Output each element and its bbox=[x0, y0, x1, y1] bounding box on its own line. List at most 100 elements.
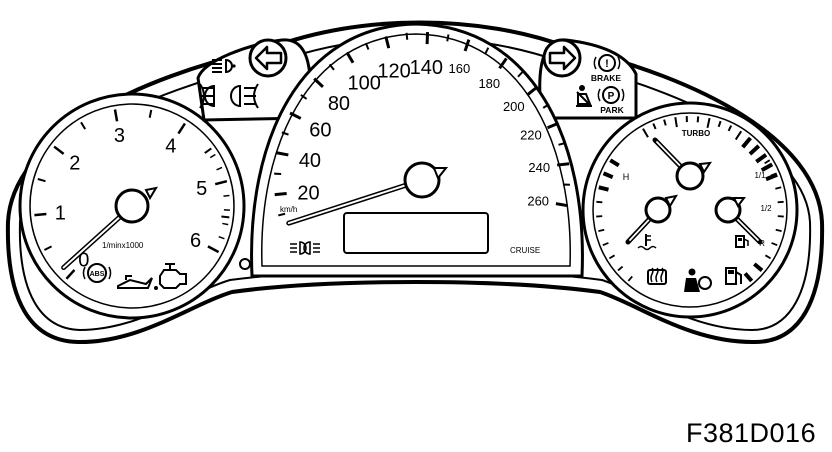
speedometer-tick bbox=[526, 85, 539, 96]
tachometer-tick bbox=[204, 147, 212, 154]
speedometer-tick bbox=[278, 212, 286, 217]
brake-symbol: ! bbox=[605, 58, 609, 70]
turbo-tick bbox=[755, 153, 768, 164]
right-indicator-pod: ! BRAKE P PARK bbox=[538, 38, 638, 120]
speedometer-minor-label: 260 bbox=[527, 193, 549, 208]
speedometer-minor-label: 200 bbox=[503, 99, 525, 114]
combi-gauge: TURBO H 1/1 1/2 R bbox=[581, 101, 799, 319]
temp-ticks bbox=[596, 158, 633, 282]
tachometer-tick bbox=[65, 269, 76, 280]
temp-tick bbox=[598, 185, 609, 192]
speedometer-tick bbox=[405, 32, 409, 40]
fuel-tick bbox=[771, 242, 778, 247]
tachometer-tick bbox=[113, 109, 119, 122]
turbo-tick bbox=[642, 128, 649, 138]
fuel-half-label: 1/2 bbox=[760, 204, 772, 213]
speedometer-ticks bbox=[274, 32, 570, 217]
airbag-warning-icon bbox=[684, 268, 712, 292]
tachometer-redzone-tick bbox=[223, 194, 230, 197]
speedometer-tick bbox=[384, 36, 391, 49]
temp-tick bbox=[609, 158, 620, 168]
speedometer-tick bbox=[364, 42, 370, 50]
trip-reset-knob[interactable] bbox=[239, 258, 251, 270]
combi-gauge-face bbox=[592, 112, 788, 308]
turbo-tick bbox=[674, 117, 678, 128]
speedometer-tick bbox=[498, 57, 508, 70]
turbo-ticks bbox=[642, 116, 778, 182]
speedometer-tick bbox=[281, 131, 289, 136]
brake-label: BRAKE bbox=[591, 73, 622, 83]
low-fuel-icon bbox=[725, 267, 742, 285]
rear-defrost-icon bbox=[647, 267, 667, 285]
fuel-tick bbox=[764, 254, 772, 260]
speedometer-tick bbox=[557, 162, 570, 167]
turbo-tick bbox=[734, 130, 743, 141]
speedometer-tick bbox=[276, 151, 289, 157]
fuel-gauge-icon bbox=[735, 235, 749, 248]
fuel-reserve-label: R bbox=[759, 239, 765, 248]
speedometer-tick bbox=[517, 70, 524, 78]
park-symbol: P bbox=[608, 91, 615, 102]
speedometer-bezel bbox=[250, 22, 584, 278]
speedometer-major-label: 120 bbox=[377, 60, 410, 82]
speedometer-minor-label: 240 bbox=[528, 160, 550, 175]
tachometer-tick bbox=[34, 212, 47, 217]
turbo-tick bbox=[652, 123, 657, 130]
tachometer-tick bbox=[148, 109, 153, 118]
tachometer-label: 6 bbox=[190, 230, 201, 252]
tachometer-label: 2 bbox=[69, 152, 80, 174]
turbo-tick bbox=[706, 117, 711, 129]
turbo-tick bbox=[663, 119, 667, 126]
tachometer-label: 5 bbox=[196, 178, 207, 200]
tachometer-label: 0 bbox=[78, 250, 89, 272]
speedometer-tick bbox=[463, 39, 471, 52]
fuel-full-label: 1/1 bbox=[754, 171, 766, 180]
tachometer-redzone-tick bbox=[212, 248, 219, 253]
fuel-tick bbox=[777, 200, 784, 204]
speedometer-unit: km/h bbox=[280, 205, 297, 214]
tachometer-label: 3 bbox=[114, 125, 125, 147]
speedometer-minor-label: 180 bbox=[478, 76, 500, 91]
turn-right-arrow-icon bbox=[542, 38, 582, 78]
tachometer-redzone-tick bbox=[220, 180, 227, 184]
tachometer-hub bbox=[114, 188, 150, 224]
fuel-tick bbox=[775, 186, 782, 190]
turbo-tick bbox=[760, 162, 774, 172]
speedometer-tick bbox=[289, 111, 302, 120]
oil-pressure-icon bbox=[117, 275, 158, 290]
fuel-tick bbox=[753, 262, 764, 272]
speedometer-face bbox=[261, 33, 571, 267]
speedometer-major-label: 60 bbox=[309, 119, 331, 141]
rear-fog-icon bbox=[230, 83, 259, 109]
cruise-label: CRUISE bbox=[510, 246, 540, 255]
temp-high-label: H bbox=[623, 172, 630, 182]
speedometer-tick bbox=[484, 47, 490, 55]
tachometer-label: 4 bbox=[165, 135, 176, 157]
speedometer-major-label: 40 bbox=[299, 150, 321, 172]
seatbelt-warning-icon bbox=[576, 85, 592, 107]
tachometer-tick bbox=[37, 178, 46, 183]
turbo-hub bbox=[675, 161, 705, 191]
park-brake-icon: P PARK bbox=[597, 86, 625, 115]
temp-hub bbox=[644, 196, 672, 224]
speedometer-hub bbox=[403, 161, 441, 199]
speedometer-tick bbox=[313, 77, 324, 88]
speedometer-tick bbox=[328, 63, 335, 71]
speedometer-major-label: 20 bbox=[297, 182, 319, 204]
turbo-tick bbox=[696, 116, 700, 123]
fuel-tick bbox=[764, 159, 771, 165]
temp-tick bbox=[598, 228, 605, 233]
tachometer-redzone-tick bbox=[218, 235, 225, 240]
speedometer-needle-core bbox=[287, 179, 423, 225]
abs-warning-icon: ABS bbox=[82, 263, 112, 283]
park-label: PARK bbox=[600, 105, 624, 115]
tachometer-redzone-tick bbox=[216, 166, 223, 171]
front-fog-icon bbox=[199, 83, 215, 109]
tachometer-tick bbox=[80, 121, 87, 130]
speedometer-major-label: 80 bbox=[328, 93, 350, 115]
abs-label: ABS bbox=[90, 271, 105, 278]
